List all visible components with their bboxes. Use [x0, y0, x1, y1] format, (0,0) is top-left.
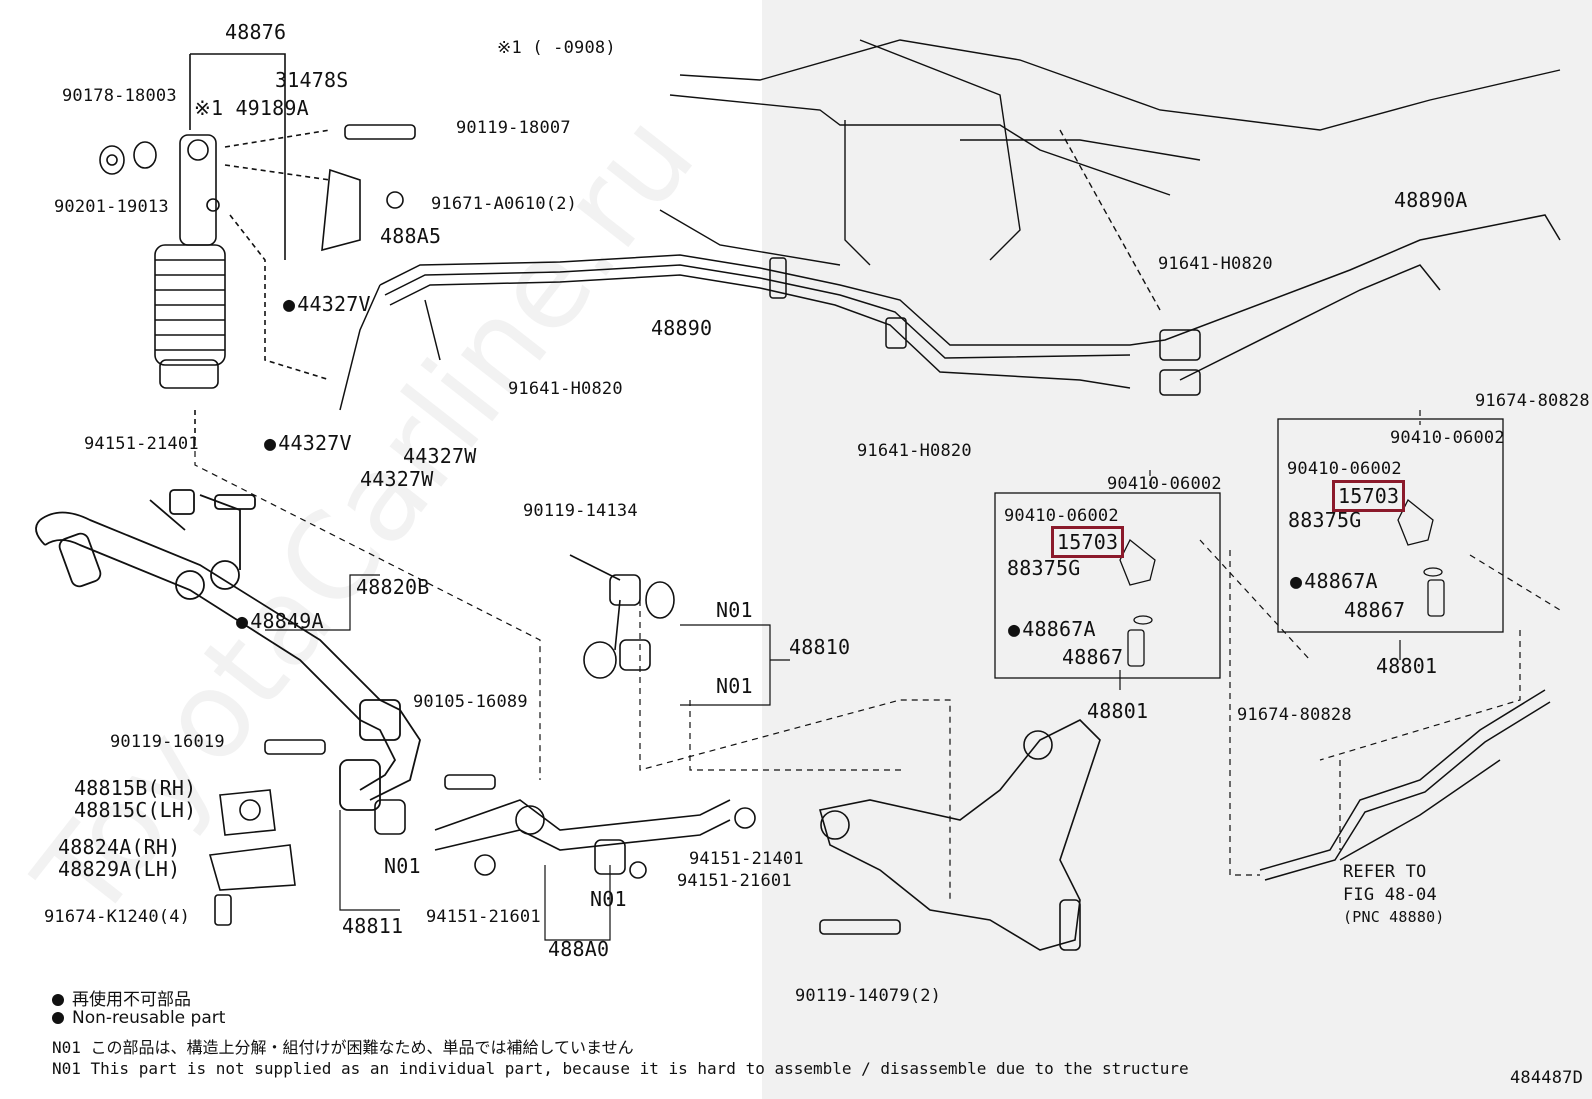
label-48829A-LH: 48829A(LH) [58, 857, 181, 881]
label-N01-arm: N01 [590, 887, 627, 911]
label-48890A: 48890A [1394, 188, 1468, 212]
footnote-top: ※1 ( -0908) [497, 38, 616, 58]
label-48801-right: 48801 [1376, 654, 1438, 678]
label-90119-14079: 90119-14079(2) [795, 986, 942, 1006]
label-90410-06002-mid-top: 90410-06002 [1107, 474, 1222, 494]
shaded-background-panel [762, 0, 1592, 1099]
label-90119-14134: 90119-14134 [523, 501, 638, 521]
label-N01-bushing: N01 [384, 854, 421, 878]
vehicle-body-outline [659, 39, 1561, 311]
legend-n01-en: N01 This part is not supplied as an indi… [52, 1059, 1189, 1078]
label-44327V-upper: 44327V [283, 294, 371, 314]
label-44327V-lower: 44327V [264, 433, 352, 453]
link-and-arm-drawing [208, 554, 756, 926]
label-94151-21601-left: 94151-21601 [426, 907, 541, 927]
label-488A5: 488A5 [380, 224, 442, 248]
dashed-leader-lines [194, 410, 1561, 900]
label-90410-06002-right: 90410-06002 [1287, 459, 1402, 479]
label-48801-mid: 48801 [1087, 699, 1149, 723]
non-reusable-bullet-icon [52, 1012, 64, 1024]
label-48867A-mid: 48867A [1008, 619, 1096, 639]
label-N01-upper: N01 [716, 598, 753, 622]
label-48867A-right: 48867A [1290, 571, 1378, 591]
label-48867-right: 48867 [1344, 598, 1406, 622]
label-91674-80828-right: 91674-80828 [1475, 391, 1590, 411]
label-91641-H0820-center: 91641-H0820 [857, 441, 972, 461]
label-48849A: 48849A [236, 611, 324, 631]
non-reusable-bullet-icon [52, 994, 64, 1006]
shock-absorber-drawing [154, 53, 286, 440]
label-48811: 48811 [342, 914, 404, 938]
label-48824A-RH: 48824A(RH) [58, 835, 181, 859]
label-91641-H0820-right: 91641-H0820 [1158, 254, 1273, 274]
label-91674-80828-mid: 91674-80828 [1237, 705, 1352, 725]
label-44327W-b: 44327W [360, 467, 434, 491]
label-44327W-a: 44327W [403, 444, 477, 468]
valve-assembly-boxes [994, 418, 1504, 679]
stabilizer-bar-drawing [35, 489, 421, 811]
label-15703-right-highlighted: 15703 [1331, 480, 1406, 512]
label-94151-21401-right: 94151-21401 [689, 849, 804, 869]
label-15703-mid-highlighted: 15703 [1050, 526, 1125, 558]
label-N01-link: N01 [716, 674, 753, 698]
label-90410-06002-right-top: 90410-06002 [1390, 428, 1505, 448]
legend-n01-ja: N01 この部品は、構造上分解・組付けが困難なため、単品では補給していません [52, 1038, 634, 1057]
label-488A0: 488A0 [548, 937, 610, 961]
label-88375G-right: 88375G [1288, 508, 1362, 532]
label-91674-K1240: 91674-K1240(4) [44, 907, 191, 927]
label-91641-H0820-left: 91641-H0820 [508, 379, 623, 399]
figure-id: 484487D [1510, 1068, 1584, 1088]
label-48815C-LH: 48815C(LH) [74, 798, 197, 822]
refer-line1: REFER TO [1343, 862, 1427, 882]
label-48876: 48876 [225, 20, 287, 44]
label-48867-mid: 48867 [1062, 645, 1124, 669]
label-90178-18003: 90178-18003 [62, 86, 177, 106]
label-90410-06002-mid: 90410-06002 [1004, 506, 1119, 526]
label-31478S: 31478S [275, 68, 349, 92]
refer-line2: FIG 48-04 [1343, 885, 1437, 905]
label-48810: 48810 [789, 635, 851, 659]
label-48820B: 48820B [356, 575, 430, 599]
label-88375G-mid: 88375G [1007, 556, 1081, 580]
label-48890: 48890 [651, 316, 713, 340]
label-90105-16089: 90105-16089 [413, 692, 528, 712]
label-90201-19013: 90201-19013 [54, 197, 169, 217]
refer-line3: (PNC 48880) [1343, 908, 1445, 926]
lower-arm-drawing [818, 719, 1101, 951]
label-94151-21401-left: 94151-21401 [84, 434, 199, 454]
brake-tube-drawing [339, 214, 1561, 411]
legend-line-en: Non-reusable part [52, 1008, 225, 1028]
bushing-hardware-drawing [99, 124, 416, 381]
label-90119-16019: 90119-16019 [110, 732, 225, 752]
label-91671-A0610: 91671-A0610(2) [431, 194, 578, 214]
label-90119-18007: 90119-18007 [456, 118, 571, 138]
lower-brake-tube-drawing [1259, 689, 1551, 881]
label-49189A: ※1 49189A [194, 96, 309, 120]
legend-line-ja: 再使用不可部品 [52, 985, 191, 1010]
label-48815B-RH: 48815B(RH) [74, 776, 197, 800]
legend-en-text: Non-reusable part [72, 1008, 226, 1028]
label-94151-21601-right: 94151-21601 [677, 871, 792, 891]
legend-ja-text: 再使用不可部品 [72, 990, 191, 1010]
bracket-lines [265, 574, 1401, 941]
